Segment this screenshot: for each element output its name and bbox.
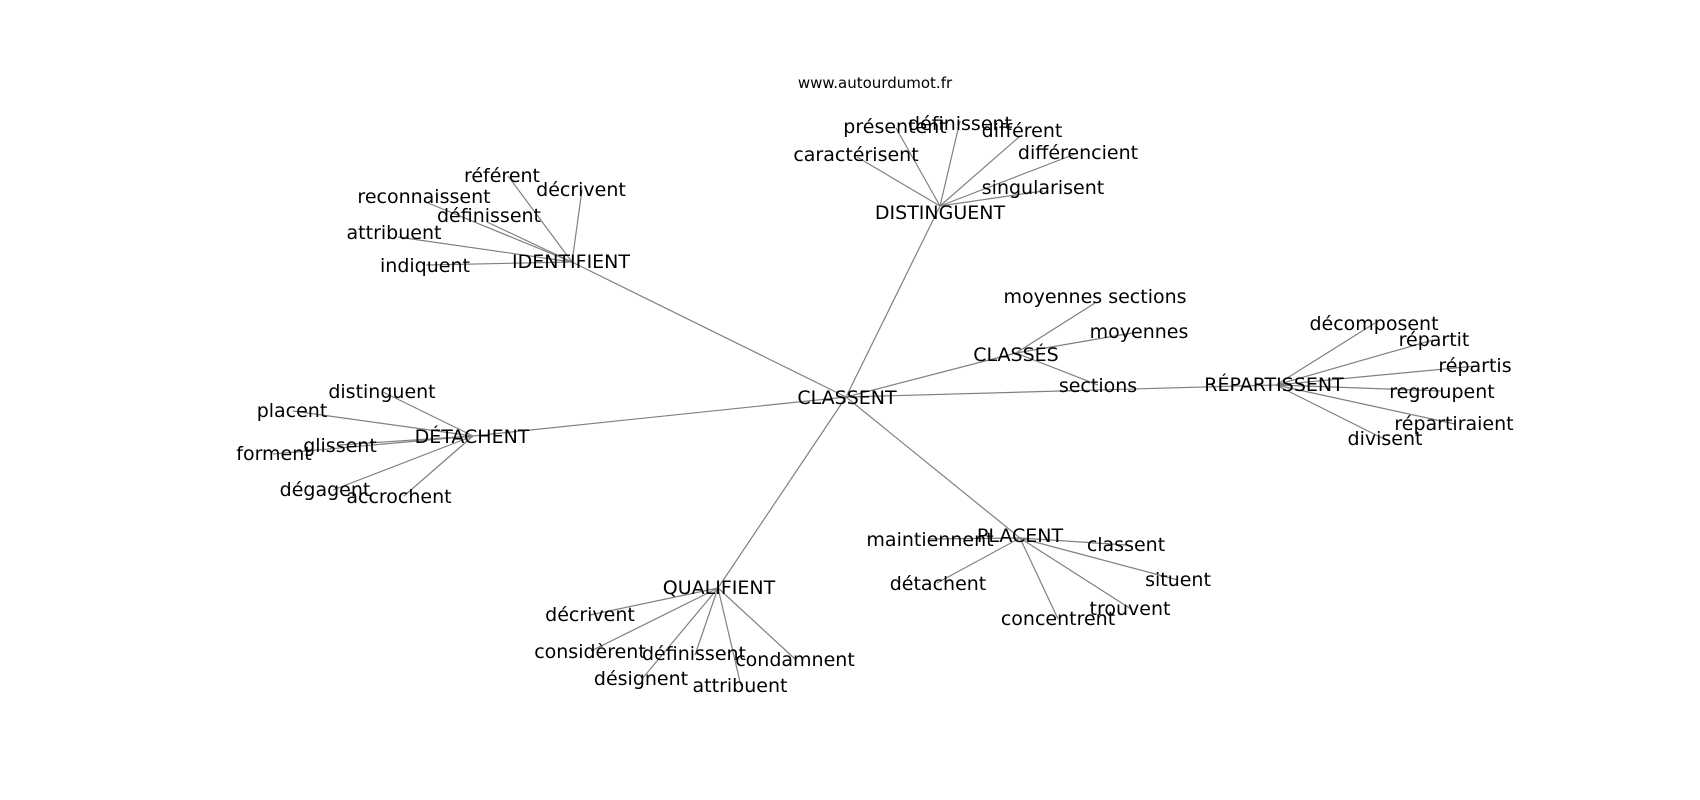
edge-detachent-distinguent xyxy=(382,391,474,437)
leaf-node-qualifient-decrivent: décrivent xyxy=(545,604,635,626)
leaf-node-distinguent-caracterisent: caractérisent xyxy=(793,144,918,166)
leaf-node-detachent-degagent: dégagent xyxy=(280,479,371,501)
leaf-node-distinguent-different: différent xyxy=(982,120,1063,142)
edge-repartissent-regroupent xyxy=(1275,384,1444,392)
edge-detachent-accrochent xyxy=(403,435,474,497)
edge-classes-moyennes-sections xyxy=(1015,302,1096,354)
edge-detachent-degagent xyxy=(332,435,474,491)
edge-qualifient-decrivent xyxy=(589,587,719,616)
edge-detachent-placent xyxy=(292,410,474,437)
leaf-node-repartissent-divisent: divisent xyxy=(1348,428,1423,450)
edge-placent-classent xyxy=(1019,537,1127,546)
leaf-node-repartissent-decomposent: décomposent xyxy=(1309,313,1438,335)
leaf-node-repartissent-repartit: répartit xyxy=(1399,329,1470,351)
graph-labels: CLASSENTIDENTIFIENTréférentdécriventreco… xyxy=(236,113,1513,697)
leaf-node-detachent-accrochent: accrochent xyxy=(346,486,451,508)
edge-identifient-decrivent xyxy=(571,189,583,263)
edge-identifient-definissent xyxy=(486,221,573,263)
hub-node-repartissent: RÉPARTISSENT xyxy=(1204,373,1344,396)
leaf-node-detachent-distinguent: distinguent xyxy=(328,381,435,403)
leaf-node-distinguent-definissent: définissent xyxy=(908,113,1012,135)
hub-node-classes: CLASSÉS xyxy=(973,343,1058,366)
leaf-node-placent-concentrent: concentrent xyxy=(1001,608,1115,630)
edge-identifient-referent xyxy=(507,175,573,263)
edge-root-placent xyxy=(845,396,1021,539)
edge-distinguent-different xyxy=(939,136,1020,207)
edge-repartissent-repartis xyxy=(1275,365,1477,386)
edge-root-classes xyxy=(845,352,1017,398)
leaf-node-classes-moyennes: moyennes xyxy=(1090,321,1189,343)
leaf-node-distinguent-differencient: différencient xyxy=(1018,142,1138,164)
edge-distinguent-definissent xyxy=(939,120,961,207)
leaf-node-repartissent-repartiraient: répartiraient xyxy=(1394,413,1513,435)
leaf-node-placent-detachent: détachent xyxy=(890,573,987,595)
edge-qualifient-attribuent xyxy=(717,587,742,687)
edge-qualifient-considerent xyxy=(590,587,719,652)
edge-distinguent-differencient xyxy=(939,153,1076,207)
edge-distinguent-singularisent xyxy=(939,190,1044,207)
hub-node-detachent: DÉTACHENT xyxy=(415,425,530,448)
leaf-node-detachent-placent: placent xyxy=(257,400,328,422)
edge-detachent-forment xyxy=(272,435,474,455)
leaf-node-classes-moyennes-sections: moyennes sections xyxy=(1003,286,1186,308)
leaf-node-classes-sections: sections xyxy=(1059,375,1137,397)
edge-identifient-indiquent xyxy=(425,261,573,266)
edge-root-repartissent xyxy=(845,384,1277,398)
edge-identifient-reconnaissent xyxy=(427,202,573,263)
leaf-node-repartissent-repartis: répartis xyxy=(1438,355,1511,377)
edge-placent-situent xyxy=(1019,537,1179,581)
edge-repartissent-divisent xyxy=(1275,384,1385,440)
edge-root-detachent xyxy=(472,396,847,437)
edge-classes-moyennes xyxy=(1015,331,1139,354)
hub-node-placent: PLACENT xyxy=(977,525,1064,547)
edge-repartissent-decomposent xyxy=(1275,322,1376,386)
edge-placent-detachent xyxy=(936,537,1021,584)
root-node: CLASSENT xyxy=(797,387,897,409)
hub-node-identifient: IDENTIFIENT xyxy=(512,251,630,273)
leaf-node-qualifient-condamnent: condamnent xyxy=(735,649,855,671)
leaf-node-distinguent-singularisent: singularisent xyxy=(982,177,1104,199)
leaf-node-placent-situent: situent xyxy=(1145,569,1211,591)
edge-root-identifient xyxy=(571,261,847,398)
leaf-node-identifient-attribuent: attribuent xyxy=(347,222,442,244)
edge-classes-sections xyxy=(1015,352,1099,386)
leaf-node-identifient-definissent: définissent xyxy=(437,205,541,227)
leaf-node-qualifient-considerent: considèrent xyxy=(534,641,646,663)
edge-distinguent-presentent xyxy=(895,127,941,207)
leaf-node-placent-trouvent: trouvent xyxy=(1090,598,1171,620)
edge-placent-trouvent xyxy=(1019,537,1132,610)
hub-node-distinguent: DISTINGUENT xyxy=(875,202,1006,224)
leaf-node-qualifient-definissent: définissent xyxy=(642,643,746,665)
hub-node-qualifient: QUALIFIENT xyxy=(663,577,776,599)
leaf-node-repartissent-regroupent: regroupent xyxy=(1389,381,1494,403)
edge-root-distinguent xyxy=(845,205,941,398)
edge-distinguent-caracterisent xyxy=(856,156,941,207)
leaf-node-identifient-reconnaissent: reconnaissent xyxy=(357,186,490,208)
edge-repartissent-repartit xyxy=(1275,339,1434,386)
edge-placent-concentrent xyxy=(1019,537,1059,620)
leaf-node-detachent-glissent: glissent xyxy=(303,435,377,457)
leaf-node-identifient-decrivent: décrivent xyxy=(536,179,626,201)
edge-qualifient-designent xyxy=(641,587,719,680)
leaf-node-detachent-forment: forment xyxy=(236,443,311,465)
leaf-node-qualifient-designent: désignent xyxy=(594,668,688,690)
leaf-node-placent-classent: classent xyxy=(1087,534,1165,556)
edge-repartissent-repartiraient xyxy=(1275,384,1456,425)
graph-edges xyxy=(272,120,1477,687)
site-url: www.autourdumot.fr xyxy=(798,74,953,92)
edge-identifient-attribuent xyxy=(397,236,573,263)
leaf-node-identifient-indiquent: indiquent xyxy=(380,255,470,277)
edge-placent-maintiennent xyxy=(929,537,1021,540)
edge-qualifient-condamnent xyxy=(717,587,796,660)
edge-root-qualifient xyxy=(717,396,847,589)
leaf-node-qualifient-attribuent: attribuent xyxy=(693,675,788,697)
leaf-node-placent-maintiennent: maintiennent xyxy=(866,529,993,551)
leaf-node-distinguent-presentent: présentent xyxy=(843,116,946,138)
edge-qualifient-definissent xyxy=(694,587,719,656)
leaf-node-identifient-referent: référent xyxy=(464,165,540,187)
